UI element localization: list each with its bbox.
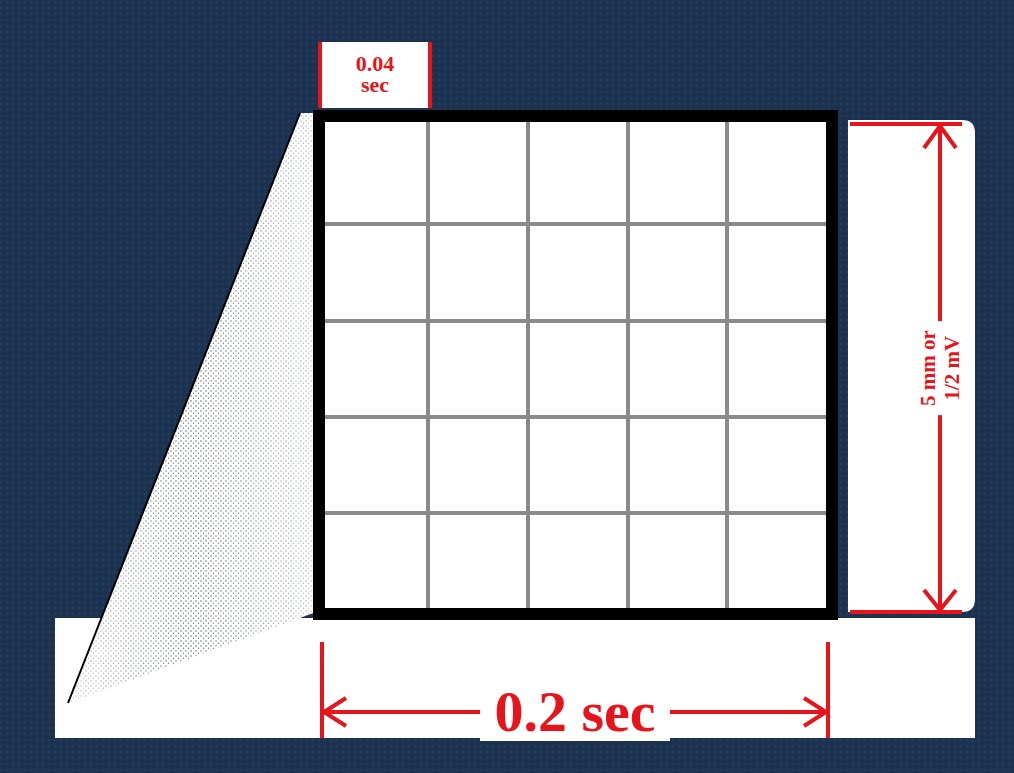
amplitude-label: 5 mm or 1/2 mV	[910, 321, 970, 415]
dimension-lines	[320, 42, 962, 738]
speckled-triangle	[68, 113, 316, 703]
triangle-shade	[68, 113, 316, 703]
interval-label: 0.04 sec	[345, 54, 405, 96]
triangle-edge	[68, 113, 300, 703]
top-patch	[320, 42, 430, 108]
white-panel	[55, 42, 975, 738]
duration-label: 0.2 sec	[480, 683, 669, 741]
small-grid-lines	[325, 122, 826, 608]
right-patch	[848, 120, 975, 612]
large-grid-square	[319, 116, 832, 614]
